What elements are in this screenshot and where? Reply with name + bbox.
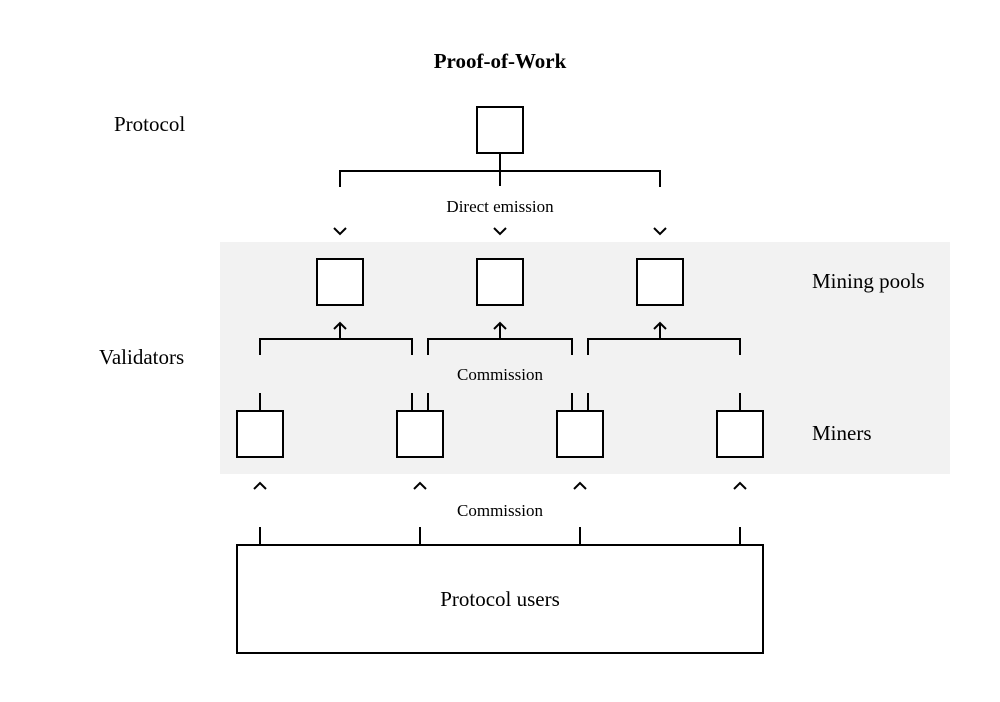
up-arrow-pool-3	[653, 321, 667, 339]
down-chevron-pool-2	[493, 227, 507, 236]
pool-bracket-1	[259, 338, 413, 355]
protocol-node	[476, 106, 524, 154]
protocol-users-label: Protocol users	[440, 587, 560, 611]
down-chevron-pool-3	[653, 227, 667, 236]
up-caret-miner-4	[733, 481, 747, 490]
up-arrow-pool-2	[493, 321, 507, 339]
up-caret-miner-1	[253, 481, 267, 490]
commission-users-label: Commission	[455, 501, 545, 520]
pool-bracket-3	[587, 338, 741, 355]
mining-pool-node-1	[316, 258, 364, 306]
diagram-title: Proof-of-Work	[433, 49, 567, 73]
mining-pools-label: Mining pools	[812, 269, 925, 293]
protocol-label: Protocol	[114, 112, 186, 136]
down-chevron-pool-1	[333, 227, 347, 236]
miner-stubs	[259, 393, 741, 411]
direct-emission-label: Direct emission	[444, 197, 556, 216]
up-caret-miner-2	[413, 481, 427, 490]
mining-pool-node-3	[636, 258, 684, 306]
miner-node-2	[396, 410, 444, 458]
direct-emission-bracket	[339, 153, 661, 187]
pool-bracket-2	[427, 338, 573, 355]
validators-label: Validators	[99, 345, 185, 369]
miner-node-1	[236, 410, 284, 458]
miners-label: Miners	[812, 421, 872, 445]
up-caret-miner-3	[573, 481, 587, 490]
user-stubs	[259, 527, 741, 545]
protocol-users-node	[236, 544, 764, 654]
commission-pools-label: Commission	[455, 365, 545, 384]
miner-node-3	[556, 410, 604, 458]
up-arrow-pool-1	[333, 321, 347, 339]
miner-node-4	[716, 410, 764, 458]
mining-pool-node-2	[476, 258, 524, 306]
